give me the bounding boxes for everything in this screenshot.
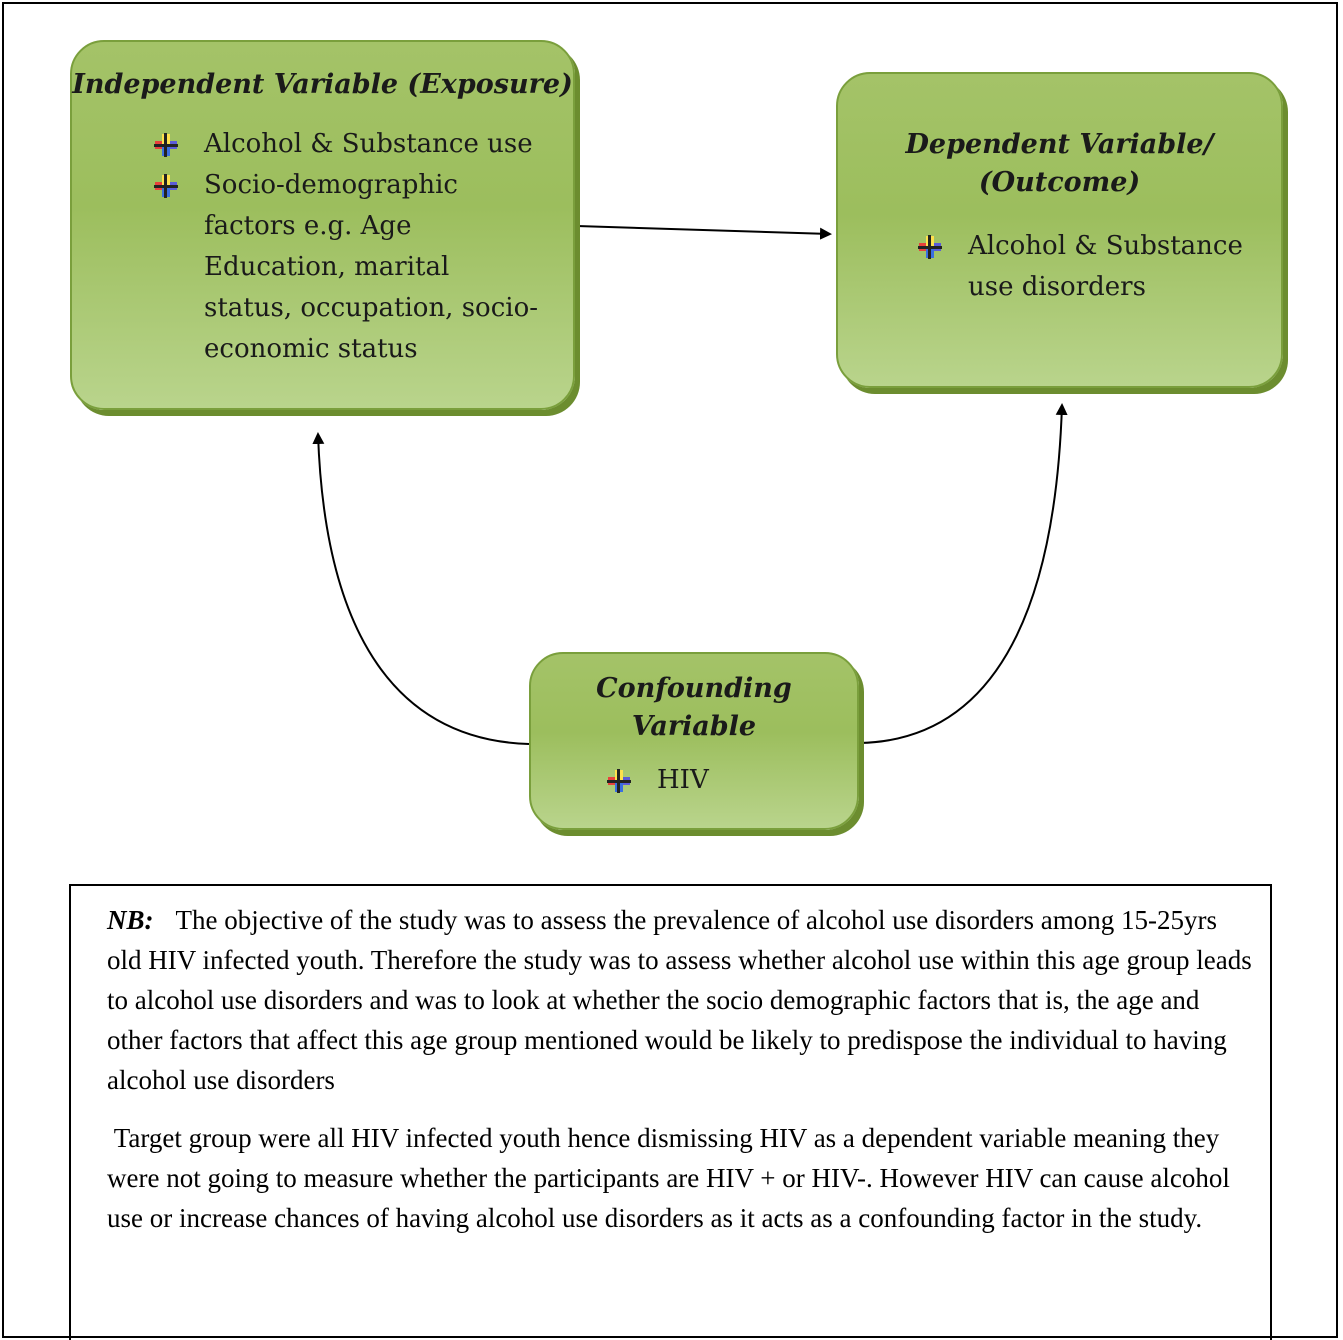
list-item: Socio-demographic factors e.g. Age Educa… (154, 165, 544, 370)
dependent-item-text: Alcohol & Substance use disorders (968, 231, 1243, 302)
dependent-variable-list: Alcohol & Substance use disorders (918, 226, 1248, 308)
note-paragraph-1-text: The objective of the study was to assess… (107, 905, 1252, 1095)
note-paragraph-1: NB:The objective of the study was to ass… (107, 900, 1252, 1100)
confounding-variable-list: HIV (607, 760, 857, 801)
independent-variable-list: Alcohol & Substance use Socio-demographi… (154, 124, 544, 370)
note-paragraph-2: Target group were all HIV infected youth… (107, 1118, 1252, 1238)
list-item: Alcohol & Substance use (154, 124, 544, 165)
confounding-title-line-1: Confounding (596, 673, 792, 704)
confounding-item-text: HIV (657, 765, 709, 795)
cross-bullet-icon (918, 235, 942, 259)
independent-variable-title: Independent Variable (Exposure) (72, 69, 573, 100)
dependent-title-line-2: (Outcome) (978, 167, 1141, 198)
independent-item-text: Alcohol & Substance use (204, 129, 533, 159)
list-item: Alcohol & Substance use disorders (918, 226, 1248, 308)
confounding-variable-title: Confounding Variable (531, 670, 857, 746)
note-label: NB: (107, 905, 154, 935)
confounding-title-line-2: Variable (631, 711, 757, 742)
dependent-variable-box: Dependent Variable/ (Outcome) Alcohol & … (836, 72, 1283, 388)
cross-bullet-icon (154, 174, 178, 198)
independent-item-text: Socio-demographic factors e.g. Age Educa… (204, 170, 539, 364)
cross-bullet-icon (154, 133, 178, 157)
note-paragraph-2-text: Target group were all HIV infected youth… (107, 1123, 1230, 1233)
dependent-variable-title: Dependent Variable/ (Outcome) (838, 126, 1281, 202)
dependent-title-line-1: Dependent Variable/ (905, 129, 1214, 160)
note-box: NB:The objective of the study was to ass… (69, 884, 1272, 1340)
list-item: HIV (607, 760, 857, 801)
arrow-independent-to-dependent (576, 225, 832, 240)
cross-bullet-icon (607, 769, 631, 793)
confounding-variable-box: Confounding Variable HIV (529, 652, 859, 830)
independent-variable-box: Independent Variable (Exposure) Alcohol … (70, 40, 575, 410)
arrow-confounding-to-dependent (859, 403, 1068, 744)
arrow-confounding-to-independent (312, 432, 530, 745)
